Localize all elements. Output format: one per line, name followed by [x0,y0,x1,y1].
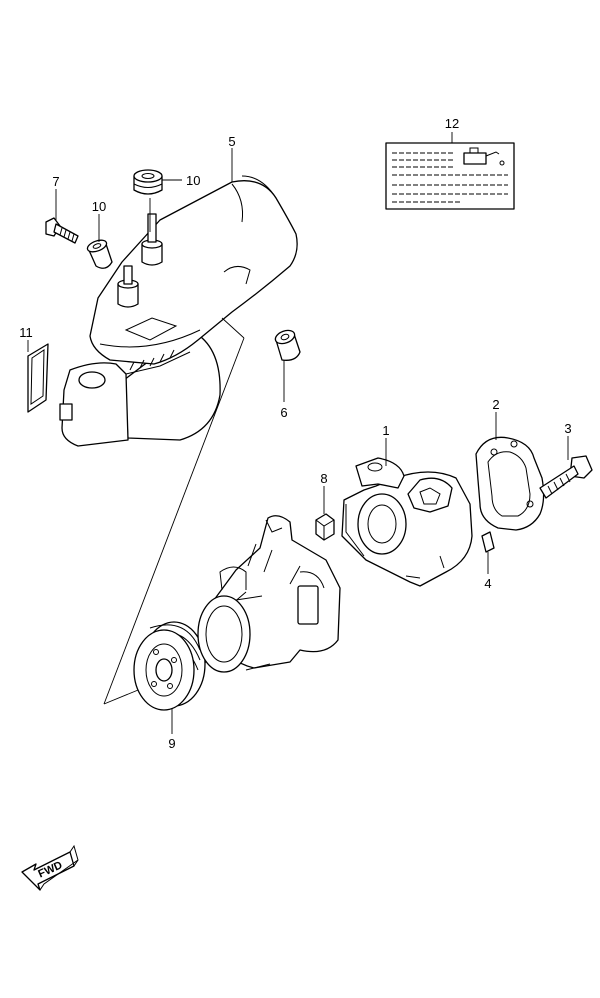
part-4-pin [481,531,495,553]
label-dashed-lines [392,152,508,203]
part-11-pad [27,343,49,413]
callout-2: 2 [492,397,499,412]
callout-3: 3 [564,421,571,436]
part-3-bolt [539,455,593,499]
callout-labels: 12 5 10 10 7 11 6 1 2 3 8 4 9 [19,116,571,751]
pump-housing [197,515,341,673]
part-6-grommet [274,329,301,361]
callout-10-top: 10 [186,173,200,188]
part-2-gasket [475,436,545,531]
part-10-grommet-left [86,239,113,269]
part-7-bolt [45,217,79,244]
callout-12: 12 [445,116,459,131]
part-8-nut [315,513,335,541]
callout-4: 4 [484,576,491,591]
part-9-pulley [133,621,206,711]
leader-lines [27,132,569,734]
callout-7: 7 [52,174,59,189]
part-5-oil-tank [59,175,298,447]
callout-8: 8 [320,471,327,486]
forward-arrow-icon: FWD [21,844,79,891]
part-12-label [385,142,515,210]
callout-6: 6 [280,405,287,420]
callout-9: 9 [168,736,175,751]
part-10-grommet-top [133,169,163,195]
oil-can-icon [463,147,505,166]
callout-5: 5 [228,134,235,149]
callout-1: 1 [382,423,389,438]
part-1-cover [341,457,473,587]
callout-10-left: 10 [92,199,106,214]
callout-11: 11 [19,325,33,340]
